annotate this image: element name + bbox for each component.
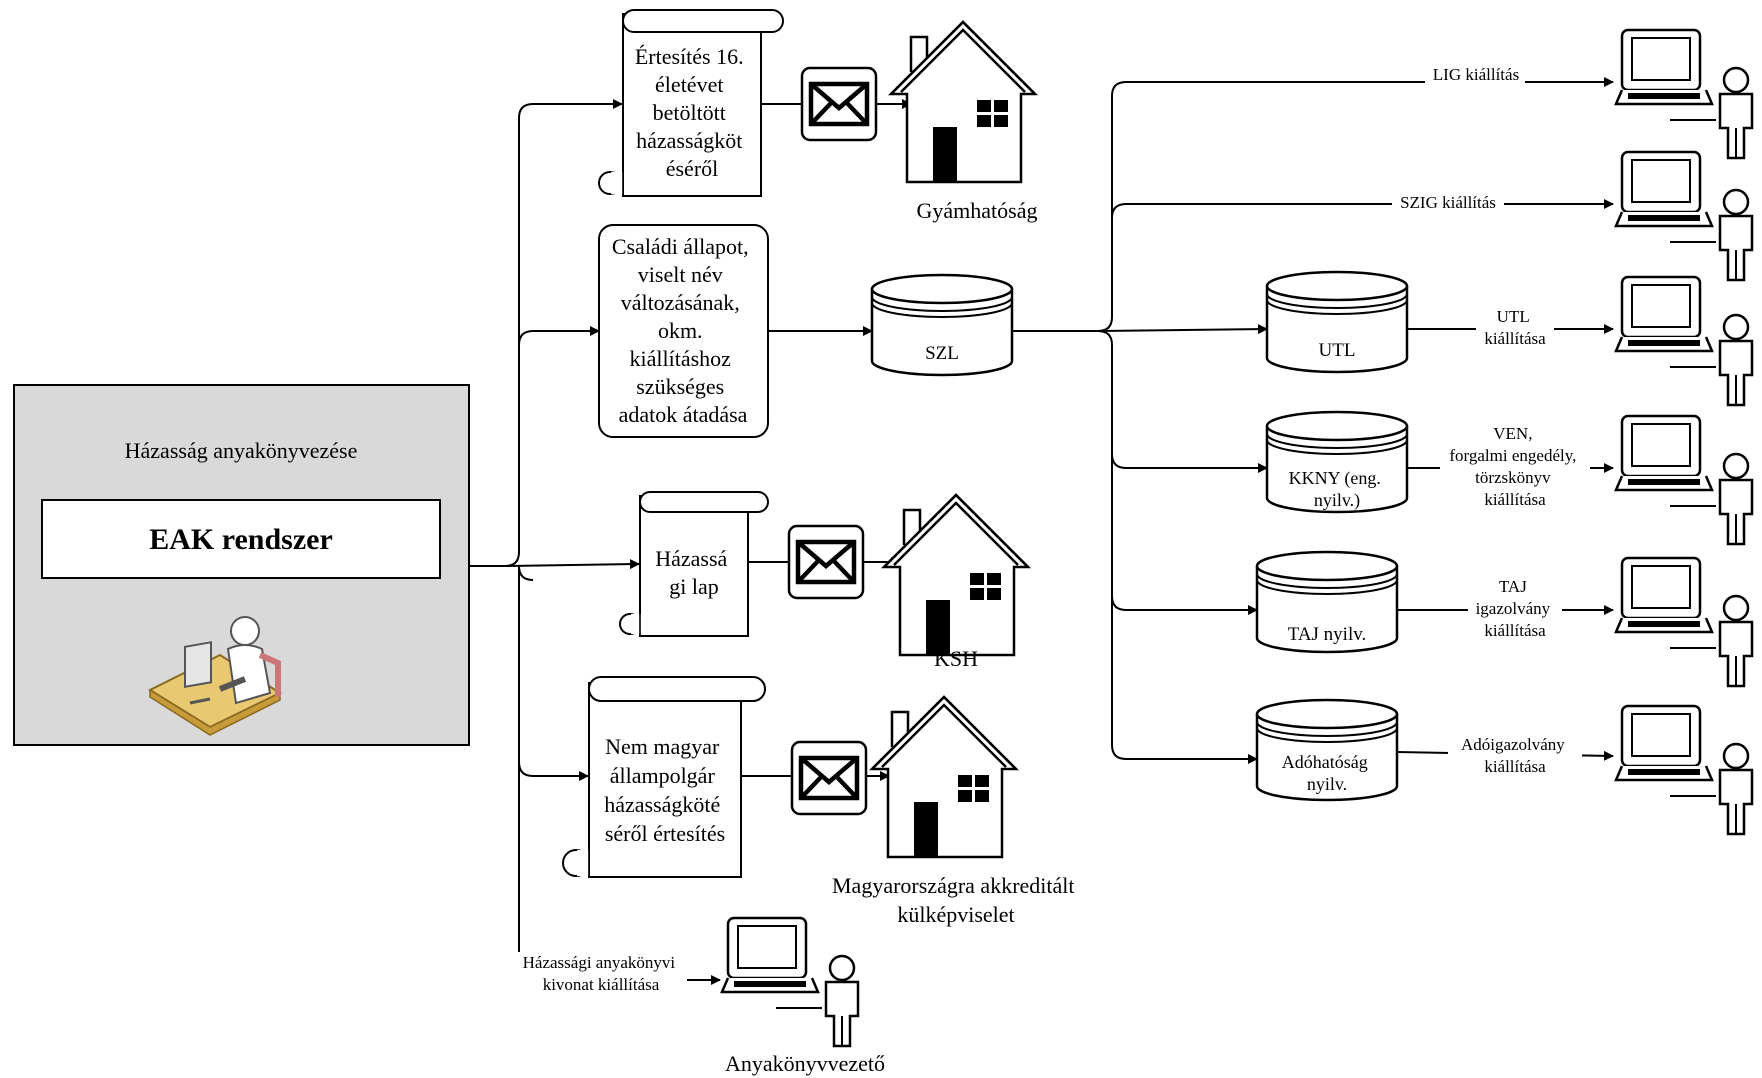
envelope-icon xyxy=(802,68,876,140)
svg-text:Adóigazolvány kiállítása: Adóigazolvány kiállítása xyxy=(1461,735,1569,776)
computer-user-icon xyxy=(1614,28,1754,160)
source-connectors xyxy=(469,99,640,952)
output-szig: SZIG kiállítás xyxy=(1392,190,1504,212)
database-kkny: KKNY (eng. nyilv.) xyxy=(1265,410,1409,514)
svg-text:Házassági anyakönyvi kiv: Házassági anyakönyvi kivonat kiállítása xyxy=(523,953,680,994)
document-csaladi-allapot: Családi állapot, viselt név változásának… xyxy=(598,224,769,438)
computer-user-icon xyxy=(1614,275,1754,407)
document-16-eletev: Értesítés 16. életévet betöltött házassá… xyxy=(598,9,784,197)
source-box: Házasság anyakönyvezése EAK rendszer xyxy=(13,384,470,746)
recipient-anyakonyvvezeto: Anyakönyvvezető xyxy=(725,1051,885,1076)
database-szl: SZL xyxy=(870,273,1014,377)
database-utl: UTL xyxy=(1265,270,1409,374)
envelope-icon xyxy=(792,742,866,814)
computer-user-icon xyxy=(1614,414,1754,546)
workstation-column xyxy=(1614,28,1754,836)
envelope-icon xyxy=(789,526,863,598)
svg-text:KKNY (eng. nyilv.): KKNY (eng. nyilv.) xyxy=(1289,468,1386,511)
svg-text:TAJ igazolvány kiá: TAJ igazolvány kiállítása xyxy=(1476,577,1555,640)
svg-text:SZL: SZL xyxy=(925,343,959,364)
document-nem-magyar: Nem magyar állampolgár házasságköté sérő… xyxy=(562,676,766,878)
output-ven: VEN, forgalmi engedély, törzskönyv kiáll… xyxy=(1440,422,1590,512)
computer-user-icon xyxy=(1614,556,1754,688)
doc-hazassagi-lap-text: Házassá gi lap xyxy=(655,546,733,599)
eak-system-label: EAK rendszer xyxy=(149,523,333,556)
svg-text:LIG kiállítás: LIG kiállítás xyxy=(1433,65,1519,84)
source-box-title: Házasság anyakönyvezése xyxy=(125,438,358,463)
document-hazassagi-lap: Házassá gi lap xyxy=(619,491,769,637)
output-utl: UTL kiállítása xyxy=(1476,303,1554,351)
svg-text:SZIG kiállítás: SZIG kiállítás xyxy=(1400,193,1496,212)
house-icon xyxy=(870,695,1018,859)
doc-16-text: Értesítés 16. életévet betöltött házassá… xyxy=(635,44,749,181)
svg-text:Adóhatóság nyilv.: Adóhatóság nyilv. xyxy=(1282,752,1372,794)
svg-text:UTL kiállítása: UTL kiállítása xyxy=(1484,307,1546,348)
recipient-ksh: KSH xyxy=(934,646,978,671)
recipient-kulkepviselet: Magyarországra akkreditált külképviselet xyxy=(832,873,1080,927)
recipient-gyamhatosag: Gyámhatóság xyxy=(917,198,1038,223)
computer-user-icon xyxy=(1614,704,1754,836)
computer-user-icon xyxy=(1614,150,1754,282)
svg-text:VEN, forgalmi engedély,: VEN, forgalmi engedély, törzskönyv kiáll… xyxy=(1449,424,1580,509)
svg-text:TAJ nyilv.: TAJ nyilv. xyxy=(1288,624,1367,645)
szl-connectors xyxy=(1012,77,1614,764)
computer-user-icon xyxy=(720,916,860,1048)
person-at-desk-icon xyxy=(147,616,283,736)
svg-text:UTL: UTL xyxy=(1319,340,1356,361)
database-taj: TAJ nyilv. xyxy=(1255,550,1399,654)
doc-nem-magyar-text: Nem magyar állampolgár házasságköté sérő… xyxy=(604,734,726,846)
output-kivonat: Házassági anyakönyvi kivonat kiállítása xyxy=(523,953,680,994)
database-adohatosag: Adóhatóság nyilv. xyxy=(1255,698,1399,802)
doc-csaladi-text: Családi állapot, viselt név változásának… xyxy=(612,234,754,427)
house-icon xyxy=(889,20,1037,184)
output-taj: TAJ igazolvány kiállítása xyxy=(1468,574,1562,644)
output-lig: LIG kiállítás xyxy=(1425,62,1525,84)
output-adoigazolvany: Adóigazolvány kiállítása xyxy=(1448,733,1582,781)
eak-system-box xyxy=(41,499,441,579)
house-icon xyxy=(882,493,1030,657)
